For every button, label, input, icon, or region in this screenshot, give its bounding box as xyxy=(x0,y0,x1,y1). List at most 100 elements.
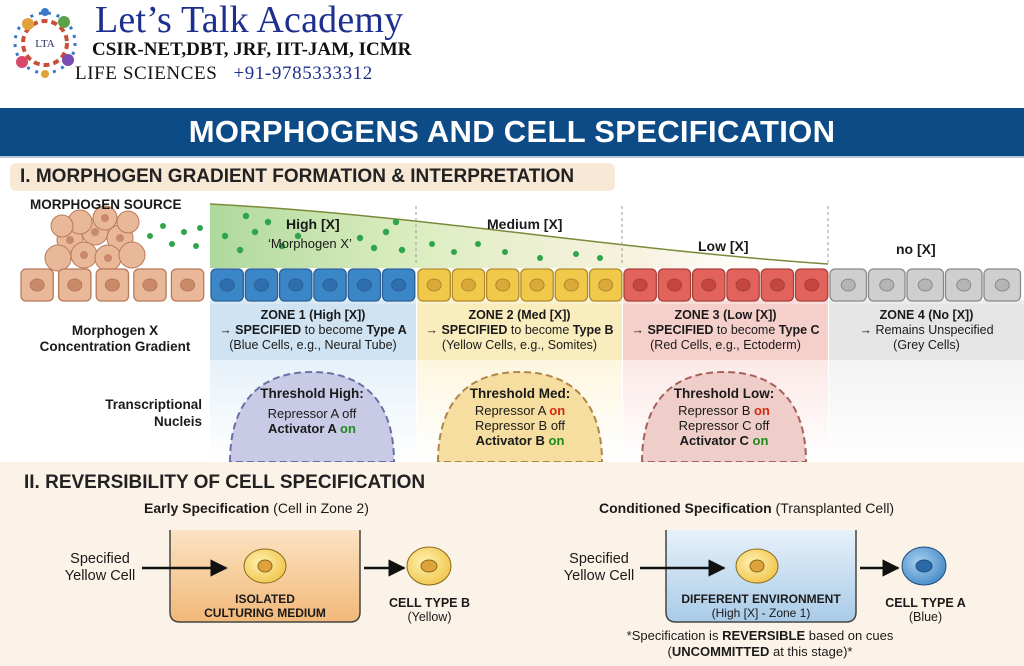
gradient-axis-label: Morphogen X Concentration Gradient xyxy=(20,323,210,355)
zone3-cell-nucleus xyxy=(701,278,717,292)
note-line1: *Specification is REVERSIBLE based on cu… xyxy=(626,628,894,643)
brand-subject: LIFE SCIENCES xyxy=(75,63,218,84)
section1-title: I. MORPHOGEN GRADIENT FORMATION & INTERP… xyxy=(20,166,575,187)
cell-type-b-title: CELL TYPE B xyxy=(388,596,471,610)
isolated-medium-label: ISOLATED CULTURING MEDIUM xyxy=(170,592,360,620)
morphogen-source-cluster xyxy=(44,205,146,272)
zone3-spec: → SPECIFIED to become Type C xyxy=(631,323,820,337)
zone3-caption-bg xyxy=(623,304,828,360)
threshold-high-line1: Repressor A off xyxy=(267,406,357,421)
env-line2: (High [X] - Zone 1) xyxy=(711,606,811,620)
section1-header-bg xyxy=(10,163,615,191)
threshold-high-line2: Activator A on xyxy=(268,421,356,436)
threshold-med-line1: Repressor A on xyxy=(474,403,566,418)
gradient-label-line2: Concentration Gradient xyxy=(39,339,191,354)
cell-type-a-title: CELL TYPE A xyxy=(885,596,966,610)
specified-yellow-early: Specified Yellow Cell xyxy=(40,551,160,585)
zone4-cell-nucleus xyxy=(840,278,856,292)
source-cell-nucleus xyxy=(180,278,196,292)
cell-row xyxy=(20,268,1022,302)
nucleus-domes xyxy=(228,370,808,462)
cell-type-b-nucleus xyxy=(420,559,438,573)
zone1-title: ZONE 1 (High [X]) xyxy=(260,308,366,322)
zone4-caption: ZONE 4 (No [X]) → Remains Unspecified (G… xyxy=(829,308,1024,353)
section2-title: II. REVERSIBILITY OF CELL SPECIFICATION xyxy=(24,472,426,493)
specified-cond-line2: Yellow Cell xyxy=(563,568,635,584)
threshold-low-line1: Repressor B on xyxy=(678,403,770,418)
source-cell-nucleus xyxy=(142,278,158,292)
threshold-low-line2: Repressor C off xyxy=(678,418,770,433)
conc-label-medium: Medium [X] xyxy=(487,216,563,232)
zone2-cell-nucleus xyxy=(563,278,579,292)
zone4-title: ZONE 4 (No [X]) xyxy=(879,308,974,322)
nucleus-dome-high xyxy=(228,370,396,462)
zone4-note: (Grey Cells) xyxy=(893,338,960,352)
cell-type-a-label: CELL TYPE A (Blue) xyxy=(868,596,983,624)
zone1-caption: ZONE 1 (High [X]) → SPECIFIED to become … xyxy=(210,308,416,353)
medium-line2: CULTURING MEDIUM xyxy=(204,606,326,620)
threshold-high-title: Threshold High: xyxy=(260,386,364,401)
cell-type-b-label: CELL TYPE B (Yellow) xyxy=(372,596,487,624)
nuclei-label: Transcriptional Nucleis xyxy=(84,396,202,430)
gradient-label-line1: Morphogen X xyxy=(71,323,159,338)
zone3-cell-nucleus xyxy=(666,278,682,292)
threshold-med: Threshold Med: Repressor A on Repressor … xyxy=(438,386,602,448)
conc-label-none: no [X] xyxy=(896,241,936,257)
morphogen-name-label: ‘Morphogen X’ xyxy=(268,236,352,251)
reversibility-note: *Specification is REVERSIBLE based on cu… xyxy=(600,628,920,660)
threshold-med-line3: Activator B on xyxy=(475,433,565,448)
specified-line2: Yellow Cell xyxy=(64,568,136,584)
morphogen-source-label: MORPHOGEN SOURCE xyxy=(30,197,182,212)
zone3-title: ZONE 3 (Low [X]) xyxy=(674,308,777,322)
zone1-note: (Blue Cells, e.g., Neural Tube) xyxy=(229,338,397,352)
threshold-med-line2: Repressor B off xyxy=(474,418,566,433)
zone2-caption-bg xyxy=(417,304,622,360)
source-cell-nucleus xyxy=(29,278,45,292)
zone2-title: ZONE 2 (Med [X]) xyxy=(468,308,571,322)
threshold-low-title: Threshold Low: xyxy=(673,386,775,401)
zone2-cell-nucleus xyxy=(529,278,545,292)
zone3-cell-nucleus xyxy=(804,278,820,292)
brand-contact: LIFE SCIENCES +91-9785333312 xyxy=(75,63,373,85)
cell-type-a-nucleus xyxy=(915,559,933,573)
zone3-caption: ZONE 3 (Low [X]) → SPECIFIED to become T… xyxy=(623,308,828,353)
zone2-note: (Yellow Cells, e.g., Somites) xyxy=(441,338,598,352)
threshold-high: Threshold High: Repressor A off Activato… xyxy=(230,386,394,436)
morphogen-gradient-wedge xyxy=(210,204,828,268)
zone4-cell-nucleus xyxy=(956,278,972,292)
zone1-cell-nucleus xyxy=(288,278,304,292)
brand-phone: +91-9785333312 xyxy=(233,63,373,84)
zone3-cell-nucleus xyxy=(769,278,785,292)
nuclei-label-line2: Nucleis xyxy=(153,414,202,429)
gradient-curve xyxy=(209,203,829,265)
zone4-cell-nucleus xyxy=(994,278,1010,292)
zone1-cell-nucleus xyxy=(356,278,372,292)
nuclei-label-line1: Transcriptional xyxy=(105,397,202,412)
zone2-spec: → SPECIFIED to become Type B xyxy=(425,323,614,337)
zone3-cell-nucleus xyxy=(735,278,751,292)
cond-spec-heading: Conditioned Specification (Transplanted … xyxy=(599,500,895,516)
morphogen-dots xyxy=(147,212,603,261)
zone1-spec: → SPECIFIED to become Type A xyxy=(219,323,407,337)
logo-molecule-icon xyxy=(13,8,77,78)
zone2-cell-nucleus xyxy=(495,278,511,292)
cell-type-a-color: (Blue) xyxy=(908,610,943,624)
title-banner xyxy=(0,108,1024,158)
academy-logo: LTA xyxy=(13,8,77,78)
zone1-cell-nucleus xyxy=(219,278,235,292)
conc-label-low: Low [X] xyxy=(698,238,749,254)
zone4-cell-nucleus xyxy=(917,278,933,292)
yellow-cell-cond-nucleus xyxy=(749,559,765,573)
page-title: MORPHOGENS AND CELL SPECIFICATION xyxy=(188,114,836,149)
threshold-low: Threshold Low: Repressor B on Repressor … xyxy=(642,386,806,448)
zone2-caption: ZONE 2 (Med [X]) → SPECIFIED to become T… xyxy=(417,308,622,353)
nucleus-dome-med xyxy=(436,370,604,462)
brand-exams: CSIR-NET,DBT, JRF, IIT-JAM, ICMR xyxy=(92,39,412,60)
source-cell-nucleus xyxy=(67,278,83,292)
logo-text: LTA xyxy=(35,38,55,50)
threshold-med-title: Threshold Med: xyxy=(469,386,571,401)
zone3-note: (Red Cells, e.g., Ectoderm) xyxy=(650,338,801,352)
zone1-cell-nucleus xyxy=(391,278,407,292)
gradient-diagram xyxy=(20,203,1024,462)
medium-line1: ISOLATED xyxy=(235,592,295,606)
